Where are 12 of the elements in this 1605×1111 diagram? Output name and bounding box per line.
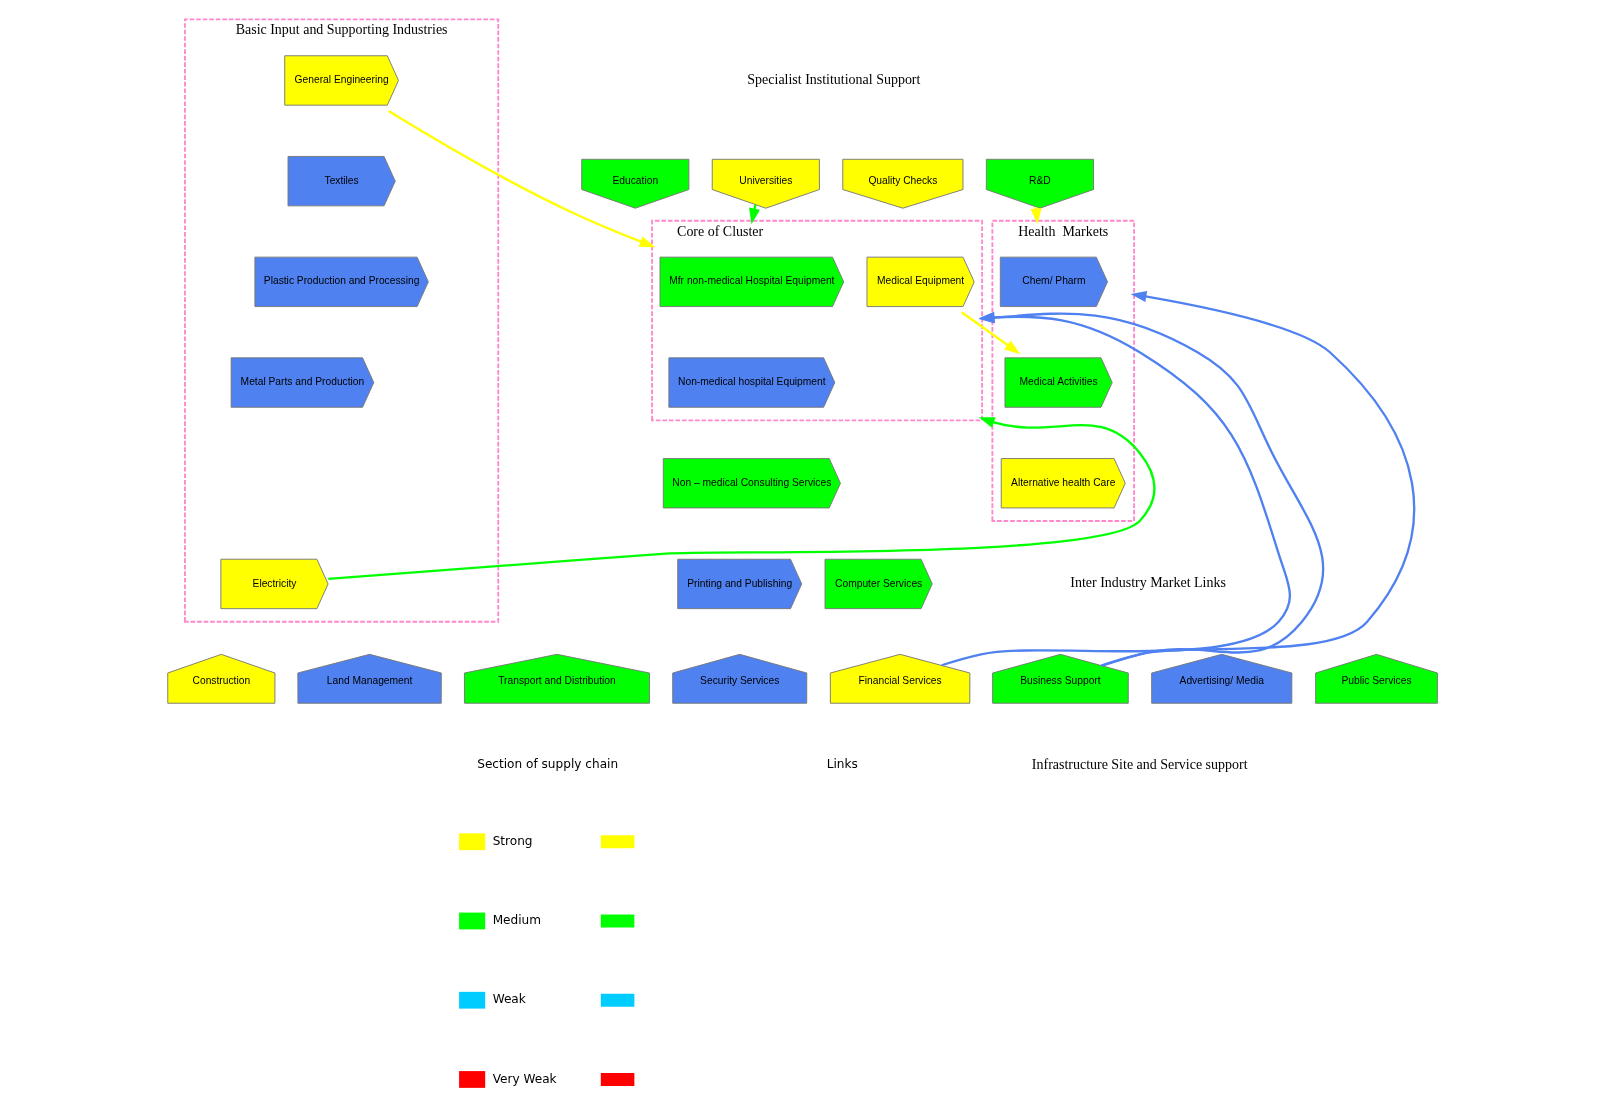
legend-label: Medium <box>492 913 542 928</box>
label: Links <box>826 757 858 772</box>
arrow <box>388 110 656 248</box>
label: Specialist Institutional Support <box>747 71 921 87</box>
legend-label: Weak <box>492 992 526 1007</box>
legend-label: Very Weak <box>492 1071 557 1086</box>
arrow <box>1100 291 1416 667</box>
legend-label: Strong <box>492 833 533 848</box>
arrow <box>328 417 1156 581</box>
label: Inter Industry Market Links <box>1070 575 1226 591</box>
label: Infrastructure Site and Service support <box>1031 756 1248 772</box>
label: Section of supply chain <box>477 757 619 772</box>
